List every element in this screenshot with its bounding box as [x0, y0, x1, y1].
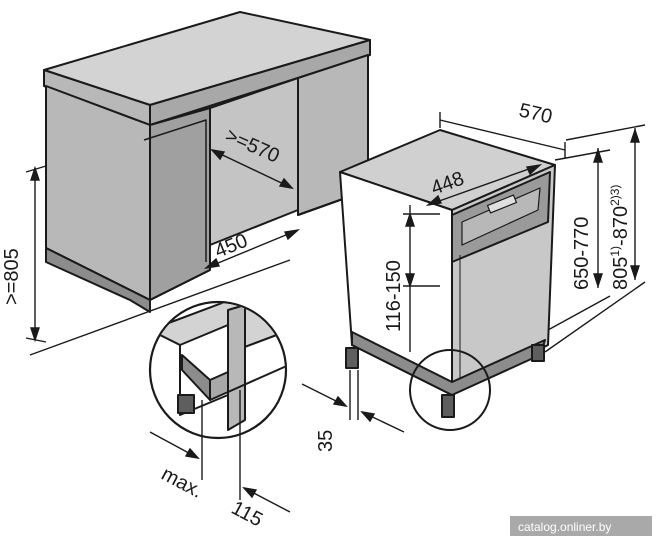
label-detail-max-value: 115: [228, 497, 266, 531]
label-total-height-main: 805: [610, 257, 632, 290]
label-detail-max-prefix: max.: [158, 463, 207, 503]
cabinet-dimensions: [25, 148, 301, 356]
cabinet-left-inner: [149, 107, 211, 301]
watermark: catalog.onliner.by: [510, 516, 652, 536]
label-total-height-mid: -870: [610, 206, 632, 246]
door-handle: [486, 194, 518, 214]
detail-view: [148, 300, 291, 513]
worktop-side: [149, 39, 371, 126]
detail-marker-circle: [409, 349, 491, 431]
label-appliance-depth: 570: [517, 99, 554, 128]
label-foot-offset: 35: [315, 430, 337, 452]
foot: [531, 344, 545, 362]
appliance-dimensions: [301, 112, 646, 433]
watermark-text: catalog.onliner.by: [518, 520, 611, 534]
cabinet-door-line: [143, 119, 207, 262]
label-total-height: 8051)-8702)3): [608, 185, 632, 290]
foot: [345, 347, 359, 369]
label-body-height: 650-770: [571, 217, 593, 290]
cabinet-opening-back: [209, 77, 299, 246]
appliance: [339, 129, 556, 418]
foot: [441, 394, 455, 418]
label-total-height-sup1: 1): [608, 246, 622, 257]
cabinet-plinth: [45, 247, 151, 313]
label-cabinet-height: >=805: [1, 248, 23, 305]
label-panel-height: 116-150: [383, 260, 405, 332]
label-total-height-sup2: 2)3): [608, 185, 622, 206]
